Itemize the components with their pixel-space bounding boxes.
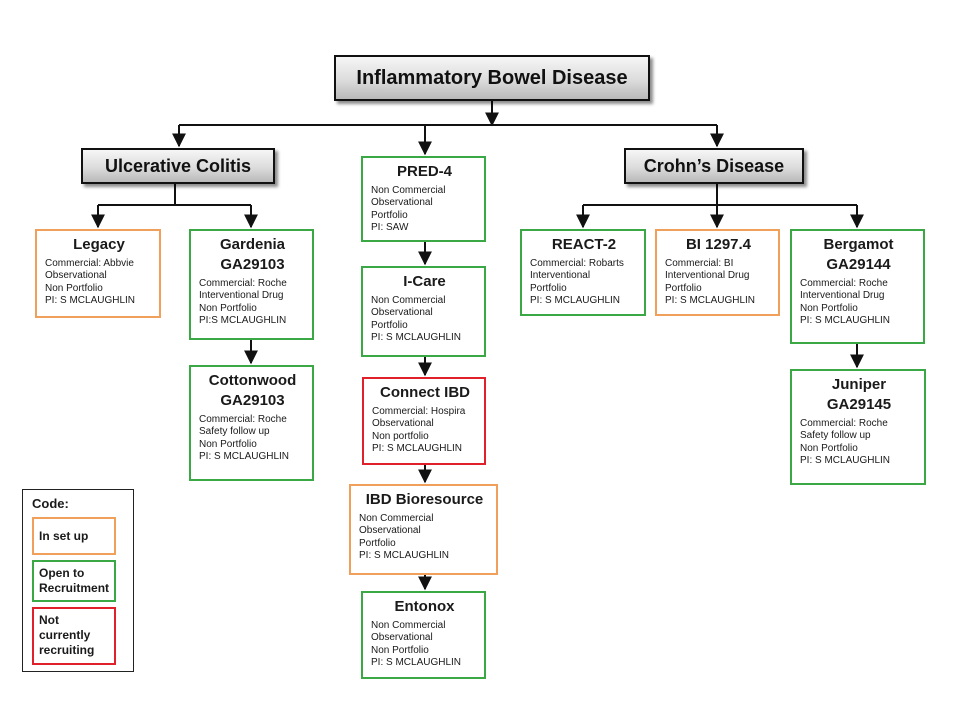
legend-in-set-up: In set up bbox=[32, 517, 116, 555]
study-detail-line: Interventional Drug bbox=[199, 290, 284, 302]
study-title: Bergamot GA29144 bbox=[823, 236, 894, 273]
study-detail-line: Commercial: Roche bbox=[199, 414, 287, 425]
study-detail-line: PI: S MCLAUGHLIN bbox=[199, 450, 290, 462]
study-detail-line: Observational bbox=[372, 418, 434, 430]
ulcerative-colitis-node: Ulcerative Colitis bbox=[81, 148, 275, 184]
study-detail-line: Observational bbox=[371, 632, 433, 644]
study-detail-line: Commercial: Roche bbox=[800, 418, 888, 429]
study-detail-line: Observational bbox=[371, 307, 433, 319]
study-title: Gardenia GA29103 bbox=[219, 236, 286, 273]
study-detail-line: Observational bbox=[359, 525, 421, 537]
study-title: Entonox bbox=[394, 598, 455, 615]
study-title: BI 1297.4 bbox=[685, 236, 752, 253]
study-detail-line: Non Portfolio bbox=[800, 302, 858, 314]
study-detail-line: Non Commercial bbox=[371, 620, 446, 631]
study-detail-line: Interventional Drug bbox=[665, 270, 750, 282]
study-detail-line: Interventional bbox=[530, 270, 591, 282]
study-detail-line: PI:S MCLAUGHLIN bbox=[199, 314, 287, 326]
study-title: Connect IBD bbox=[380, 384, 470, 401]
legend-open-to-recruitment: Open to Recruitment bbox=[32, 560, 116, 602]
study-detail-line: Safety follow up bbox=[800, 430, 871, 442]
ulcerative-colitis-title: Ulcerative Colitis bbox=[104, 155, 252, 176]
study-detail-line: Safety follow up bbox=[199, 426, 270, 438]
study-title: PRED-4 bbox=[396, 163, 452, 180]
study-detail-line: Non Commercial bbox=[371, 185, 446, 196]
study-detail-line: Portfolio bbox=[359, 537, 396, 549]
study-detail-line: Non Commercial bbox=[371, 295, 446, 306]
study-title: Cottonwood GA29103 bbox=[208, 372, 297, 409]
study-detail-line: Commercial: Roche bbox=[800, 278, 888, 289]
study-title: I-Care bbox=[403, 273, 446, 290]
study-detail-line: Interventional Drug bbox=[800, 290, 885, 302]
root-title: Inflammatory Bowel Disease bbox=[356, 66, 628, 89]
study-detail-line: Non Portfolio bbox=[371, 644, 429, 656]
study-detail-line: PI: S MCLAUGHLIN bbox=[372, 442, 463, 454]
study-detail-line: Non portfolio bbox=[372, 430, 429, 442]
study-detail-line: Non Commercial bbox=[359, 513, 434, 524]
crohns-disease-title: Crohn’s Disease bbox=[643, 155, 785, 176]
study-detail-line: PI: SAW bbox=[371, 221, 409, 233]
study-detail-line: PI: S MCLAUGHLIN bbox=[359, 549, 450, 561]
study-title: Legacy bbox=[73, 236, 125, 253]
study-detail-line: Commercial: Abbvie bbox=[45, 258, 134, 269]
study-detail-line: PI: S MCLAUGHLIN bbox=[530, 294, 621, 306]
study-detail-line: PI: S MCLAUGHLIN bbox=[800, 454, 891, 466]
study-detail-line: PI: S MCLAUGHLIN bbox=[665, 294, 756, 306]
study-detail-line: Non Portfolio bbox=[199, 302, 257, 314]
study-title: IBD Bioresource bbox=[365, 491, 484, 508]
study-detail-line: Non Portfolio bbox=[45, 282, 103, 294]
study-detail-line: PI: S MCLAUGHLIN bbox=[371, 656, 462, 668]
study-detail-line: Commercial: Roche bbox=[199, 278, 287, 289]
study-detail-line: Portfolio bbox=[665, 282, 702, 294]
study-title: REACT-2 bbox=[551, 236, 617, 253]
legend-not-currently-recruiting: Not currently recruiting bbox=[32, 607, 116, 665]
crohns-disease-node: Crohn’s Disease bbox=[624, 148, 804, 184]
legend-title: Code: bbox=[32, 496, 69, 511]
study-detail-line: Non Portfolio bbox=[800, 442, 858, 454]
study-detail-line: Non Portfolio bbox=[199, 438, 257, 450]
study-detail-line: Commercial: BI bbox=[665, 258, 734, 269]
study-detail-line: Commercial: Hospira bbox=[372, 406, 466, 417]
study-detail-line: Observational bbox=[371, 197, 433, 209]
study-detail-line: Observational bbox=[45, 270, 107, 282]
study-detail-line: Portfolio bbox=[530, 282, 567, 294]
study-detail-line: PI: S MCLAUGHLIN bbox=[371, 331, 462, 343]
study-detail-line: Commercial: Robarts bbox=[530, 258, 624, 269]
root-node: Inflammatory Bowel Disease bbox=[334, 55, 650, 101]
study-detail-line: Portfolio bbox=[371, 209, 408, 221]
study-detail-line: PI: S MCLAUGHLIN bbox=[45, 294, 136, 306]
study-title: Juniper GA29145 bbox=[826, 376, 892, 413]
study-detail-line: Portfolio bbox=[371, 319, 408, 331]
study-detail-line: PI: S MCLAUGHLIN bbox=[800, 314, 891, 326]
